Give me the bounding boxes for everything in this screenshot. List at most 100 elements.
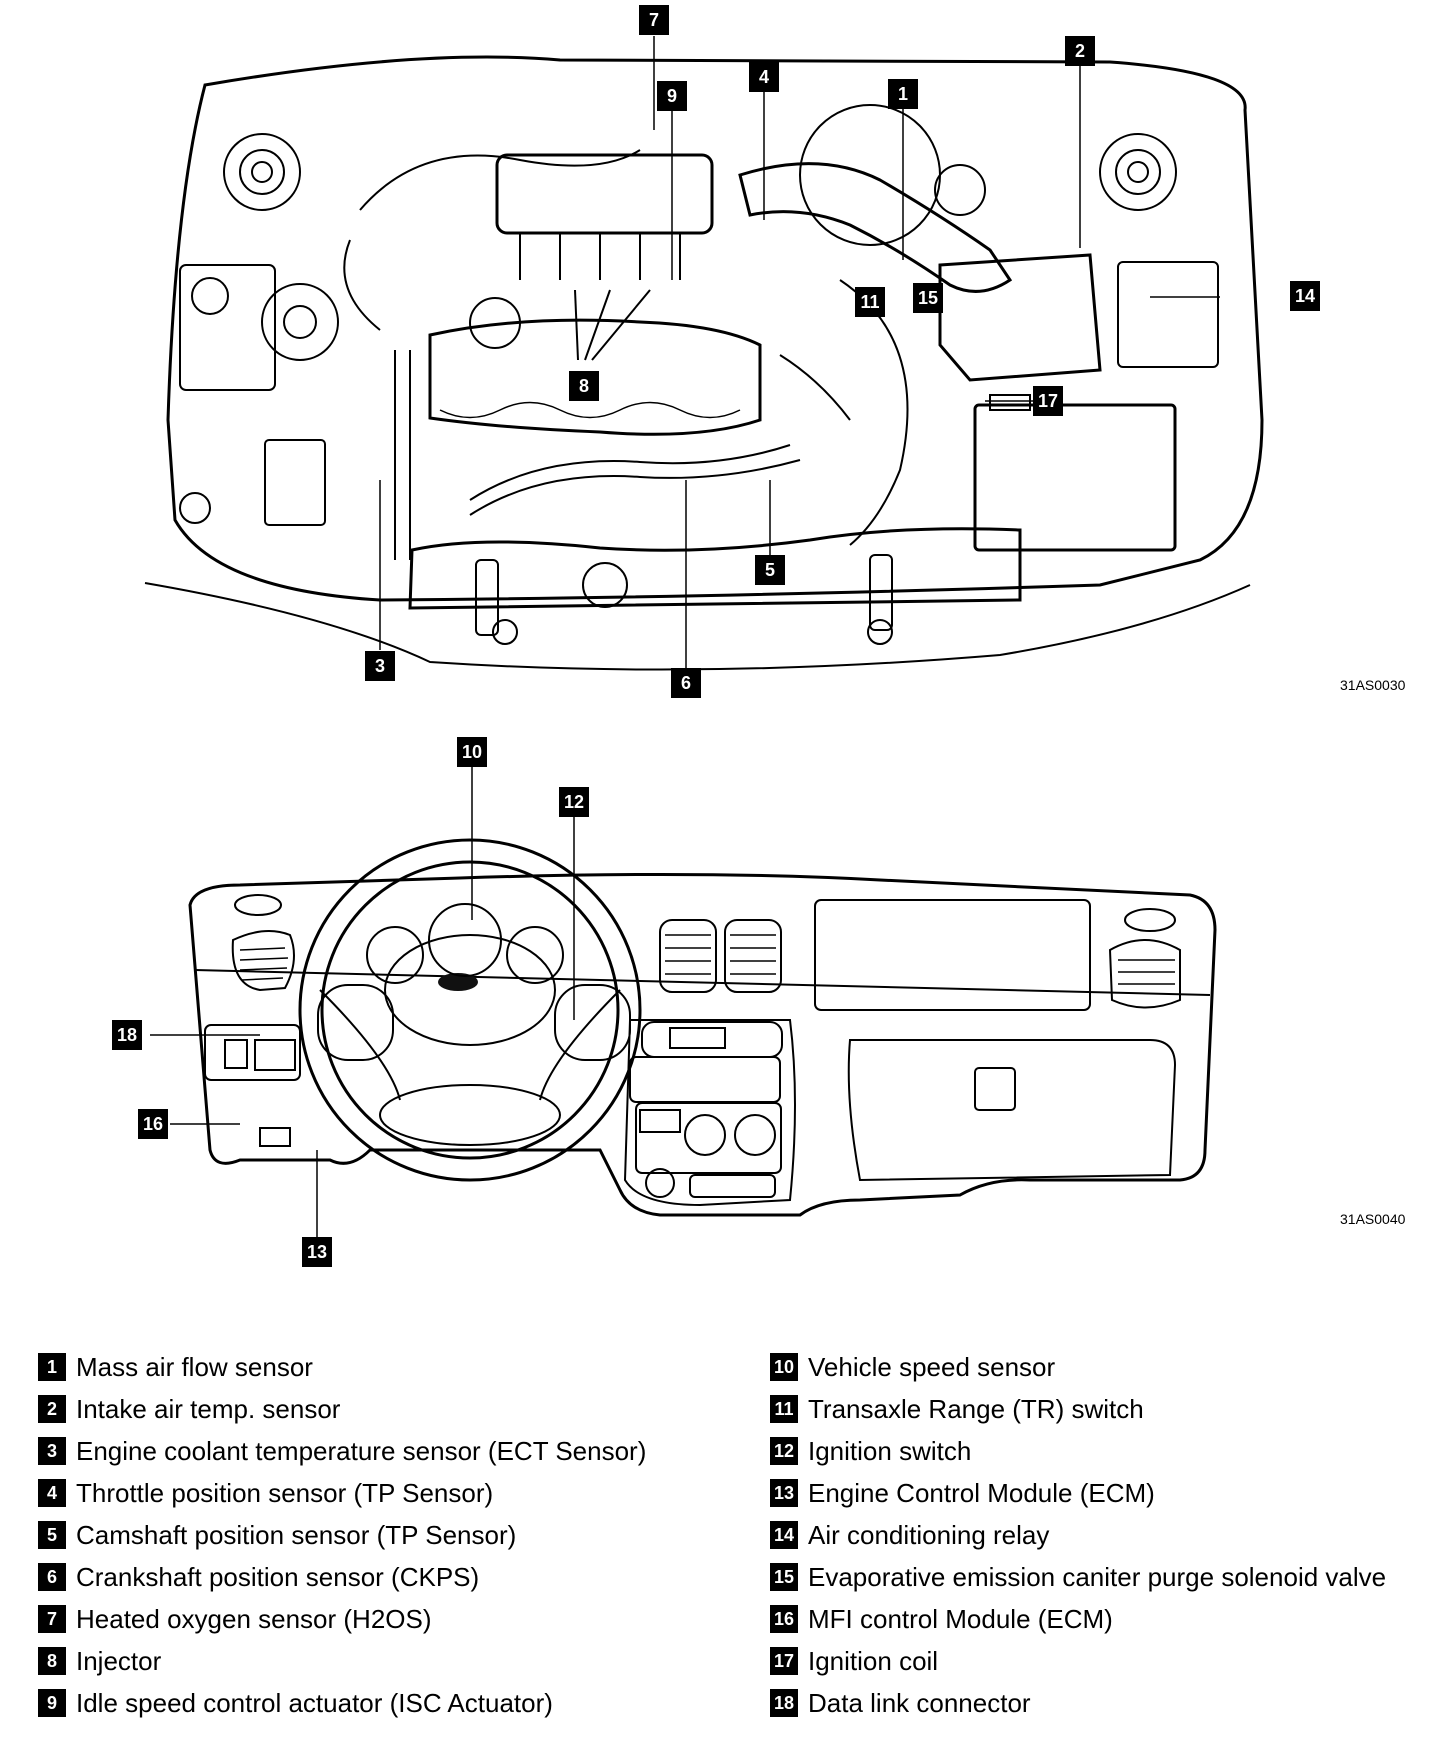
legend-item-4: 4 Throttle position sensor (TP Sensor) <box>38 1472 718 1514</box>
callout-tag-18: 18 <box>112 1020 142 1050</box>
legend-label: Crankshaft position sensor (CKPS) <box>76 1561 480 1592</box>
legend-number-badge: 14 <box>770 1521 798 1549</box>
legend-label: Injector <box>76 1645 162 1676</box>
legend-number-badge: 4 <box>38 1479 66 1507</box>
callout-number: 1 <box>898 84 908 104</box>
legend-number-badge: 1 <box>38 1353 66 1381</box>
callout-number: 15 <box>918 288 938 308</box>
legend-item-15: 15 Evaporative emission caniter purge sol… <box>770 1556 1440 1598</box>
callout-tag-2: 2 <box>1065 36 1095 66</box>
legend-item-11: 11 Transaxle Range (TR) switch <box>770 1388 1440 1430</box>
legend-item-5: 5 Camshaft position sensor (TP Sensor) <box>38 1514 718 1556</box>
legend-label: Engine coolant temperature sensor (ECT S… <box>76 1435 647 1466</box>
callout-tag-10: 10 <box>457 737 487 767</box>
callout-number: 16 <box>143 1114 163 1134</box>
callout-number: 5 <box>765 560 775 580</box>
callout-tag-5: 5 <box>755 555 785 585</box>
callout-number: 10 <box>462 742 482 762</box>
legend-label: Evaporative emission caniter purge solen… <box>808 1561 1387 1592</box>
legend-label: Ignition coil <box>808 1645 939 1676</box>
legend-label: Transaxle Range (TR) switch <box>808 1393 1144 1424</box>
callout-tag-13: 13 <box>302 1237 332 1267</box>
callout-tag-12: 12 <box>559 787 589 817</box>
legend-item-2: 2 Intake air temp. sensor <box>38 1388 718 1430</box>
legend-label: Idle speed control actuator (ISC Actuato… <box>76 1687 553 1718</box>
legend-number-badge: 12 <box>770 1437 798 1465</box>
legend-item-3: 3 Engine coolant temperature sensor (ECT … <box>38 1430 718 1472</box>
legend-left-column: 1 Mass air flow sensor 2 Intake air temp. s… <box>38 1346 718 1724</box>
legend-label: Mass air flow sensor <box>76 1351 313 1382</box>
callout-tag-8: 8 <box>569 371 599 401</box>
callout-number: 14 <box>1295 286 1315 306</box>
callout-tag-7: 7 <box>639 5 669 35</box>
callout-number: 7 <box>649 10 659 30</box>
legend-label: Air conditioning relay <box>808 1519 1050 1550</box>
legend-item-6: 6 Crankshaft position sensor (CKPS) <box>38 1556 718 1598</box>
legend-item-9: 9 Idle speed control actuator (ISC Actuat… <box>38 1682 718 1724</box>
legend-number-badge: 3 <box>38 1437 66 1465</box>
callout-number: 12 <box>564 792 584 812</box>
legend-right-column: 10 Vehicle speed sensor 11 Transaxle Range … <box>770 1346 1440 1724</box>
callout-number: 9 <box>667 86 677 106</box>
engine-callout-leaders <box>379 36 1220 668</box>
legend-label: Intake air temp. sensor <box>76 1393 341 1424</box>
callout-number: 4 <box>759 67 769 87</box>
callout-tag-6: 6 <box>671 668 701 698</box>
callout-tag-11: 11 <box>855 287 885 317</box>
callout-number: 8 <box>579 376 589 396</box>
callout-tag-17: 17 <box>1033 386 1063 416</box>
callout-number: 13 <box>307 1242 327 1262</box>
legend-number-badge: 17 <box>770 1647 798 1675</box>
legend-label: Vehicle speed sensor <box>808 1351 1056 1382</box>
legend-item-13: 13 Engine Control Module (ECM) <box>770 1472 1440 1514</box>
legend-number-badge: 18 <box>770 1689 798 1717</box>
callout-number: 6 <box>681 673 691 693</box>
callout-tag-9: 9 <box>657 81 687 111</box>
callout-number: 11 <box>860 292 879 312</box>
legend-item-8: 8 Injector <box>38 1640 718 1682</box>
legend-label: Throttle position sensor (TP Sensor) <box>76 1477 494 1508</box>
callout-number: 3 <box>375 656 385 676</box>
legend-number-badge: 15 <box>770 1563 798 1591</box>
legend-item-14: 14 Air conditioning relay <box>770 1514 1440 1556</box>
dashboard-drawing <box>188 838 1217 1217</box>
dashboard-figure-code: 31AS0040 <box>1340 1211 1406 1227</box>
legend-item-1: 1 Mass air flow sensor <box>38 1346 718 1388</box>
callout-number: 2 <box>1075 41 1085 61</box>
legend-number-badge: 6 <box>38 1563 66 1591</box>
legend-label: Camshaft position sensor (TP Sensor) <box>76 1519 517 1550</box>
legend-number-badge: 10 <box>770 1353 798 1381</box>
legend-label: Data link connector <box>808 1687 1031 1718</box>
legend-label: Engine Control Module (ECM) <box>808 1477 1155 1508</box>
callout-number: 17 <box>1038 391 1058 411</box>
legend-item-12: 12 Ignition switch <box>770 1430 1440 1472</box>
legend-number-badge: 11 <box>770 1395 798 1423</box>
callout-tag-15: 15 <box>913 283 943 313</box>
engine-figure-code: 31AS0030 <box>1340 677 1406 693</box>
legend-item-18: 18 Data link connector <box>770 1682 1440 1724</box>
engine-bay-drawing <box>144 55 1264 671</box>
legend-number-badge: 13 <box>770 1479 798 1507</box>
callout-tag-4: 4 <box>749 62 779 92</box>
legend-number-badge: 8 <box>38 1647 66 1675</box>
callout-tag-1: 1 <box>888 79 918 109</box>
callout-number: 18 <box>117 1025 137 1045</box>
legend-item-10: 10 Vehicle speed sensor <box>770 1346 1440 1388</box>
legend-label: MFI control Module (ECM) <box>808 1603 1113 1634</box>
dashboard-callout-leaders <box>150 765 575 1238</box>
legend-number-badge: 2 <box>38 1395 66 1423</box>
legend-item-17: 17 Ignition coil <box>770 1640 1440 1682</box>
legend-item-16: 16 MFI control Module (ECM) <box>770 1598 1440 1640</box>
legend-label: Ignition switch <box>808 1435 972 1466</box>
legend-number-badge: 9 <box>38 1689 66 1717</box>
legend-number-badge: 16 <box>770 1605 798 1633</box>
callout-tag-14: 14 <box>1290 281 1320 311</box>
legend-number-badge: 5 <box>38 1521 66 1549</box>
callout-tag-16: 16 <box>138 1109 168 1139</box>
legend-number-badge: 7 <box>38 1605 66 1633</box>
callout-tag-3: 3 <box>365 651 395 681</box>
legend-item-7: 7 Heated oxygen sensor (H2OS) <box>38 1598 718 1640</box>
legend-label: Heated oxygen sensor (H2OS) <box>76 1603 432 1634</box>
